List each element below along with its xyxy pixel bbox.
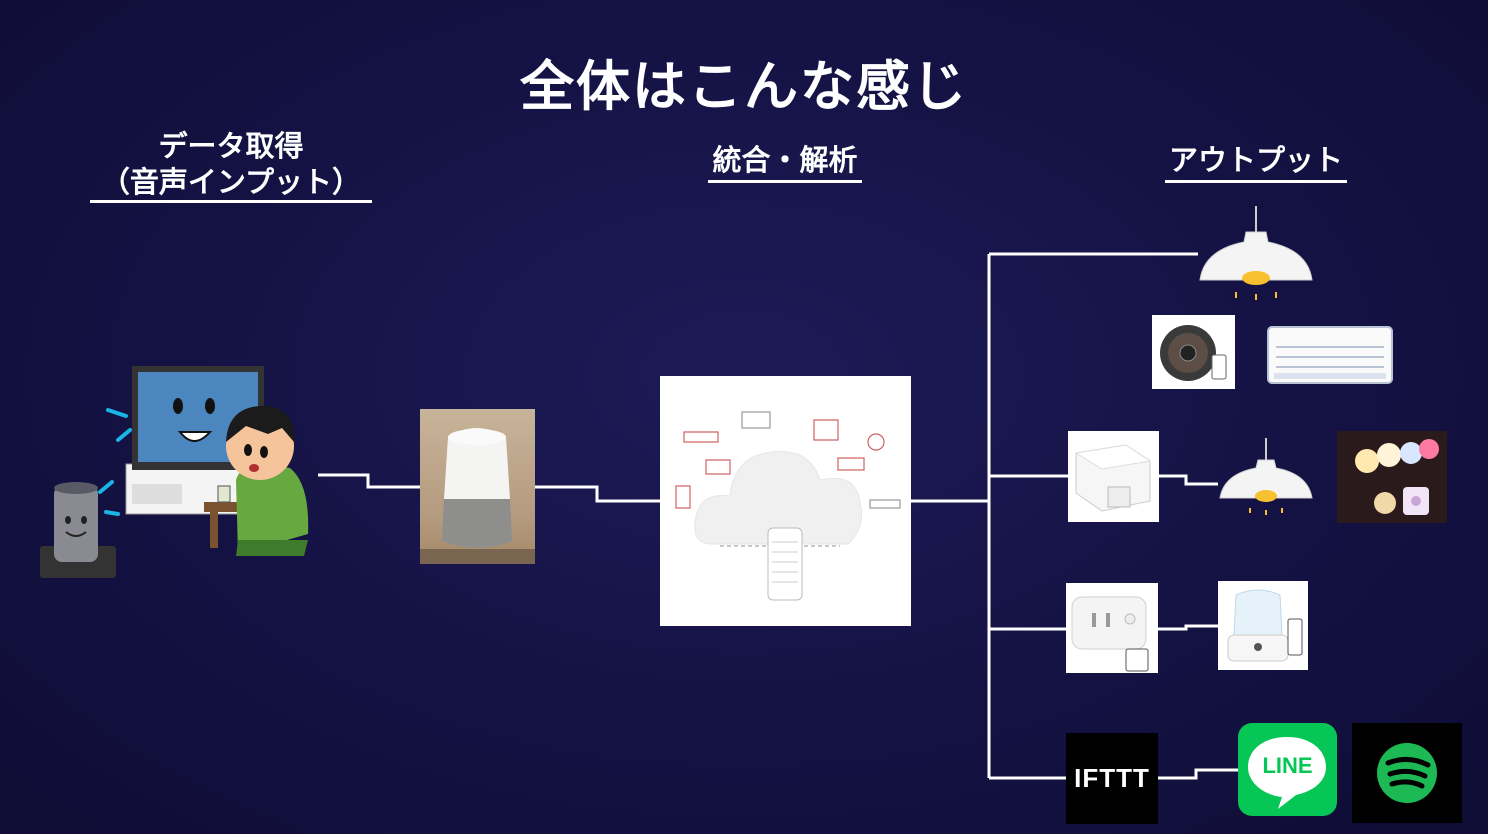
google-home-photo: [420, 409, 535, 564]
line-logo: LINE: [1238, 723, 1337, 816]
pendant-lamp-small-icon: [1219, 438, 1313, 515]
switchbot-photo: [1068, 431, 1159, 522]
line-logo-text: LINE: [1262, 753, 1313, 778]
ifttt-logo-text: IFTTT: [1074, 763, 1150, 793]
line-speech-bubble-icon: [1248, 737, 1326, 809]
input-heading-line2: （音声インプット）: [90, 164, 372, 203]
output-heading-label: アウトプット: [1164, 142, 1347, 183]
wire-user-to-speaker: [318, 473, 420, 489]
google-home-speaker-icon: [420, 428, 535, 564]
hub-column-heading: 統合・解析: [700, 142, 870, 183]
smart-plug-photo: [1066, 583, 1158, 673]
person-with-tv-icon: [125, 366, 309, 556]
humidifier-photo: [1218, 581, 1308, 670]
wire-speaker-to-cloud: [535, 485, 660, 503]
pendant-lamp-icon: [1199, 206, 1313, 300]
spotify-logo: [1352, 723, 1462, 823]
air-conditioner-icon: [1267, 326, 1393, 384]
smart-bulbs-icon: [1355, 439, 1439, 515]
input-column-heading: データ取得 （音声インプット）: [90, 128, 372, 203]
robot-vacuum-photo: [1152, 315, 1235, 389]
cloud-with-devices-icon: [675, 411, 901, 601]
cloud-hub-image: [660, 376, 911, 626]
hub-heading-label: 統合・解析: [708, 142, 862, 183]
robot-vacuum-icon: [1160, 325, 1227, 381]
spotify-icon: [1377, 743, 1437, 803]
ifttt-logo: IFTTT: [1066, 733, 1158, 824]
echo-speaker-icon: [40, 408, 132, 578]
wire-switchbot-to-lamp: [1159, 474, 1218, 486]
smart-bulbs-photo: [1337, 431, 1447, 523]
switchbot-device-icon: [1074, 444, 1152, 512]
smart-plug-icon: [1071, 596, 1149, 672]
input-heading-line1: データ取得: [158, 129, 304, 163]
wire-ifttt-to-line: [1158, 768, 1238, 780]
humidifier-icon: [1227, 589, 1303, 662]
wire-smartplug-to-humidifier: [1158, 624, 1218, 631]
output-column-heading: アウトプット: [1156, 142, 1356, 183]
page-title: 全体はこんな感じ: [520, 55, 968, 118]
